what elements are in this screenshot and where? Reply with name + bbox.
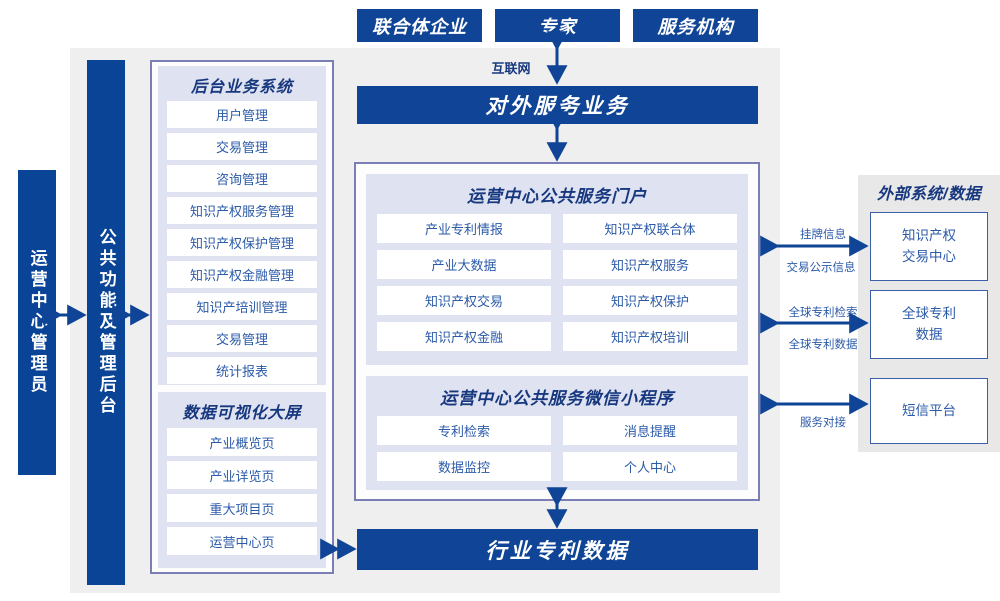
portal-item-3[interactable]: 知识产权服务 xyxy=(563,250,737,279)
public-portal-title: 运营中心公共服务门户 xyxy=(467,187,647,206)
backend-item-1[interactable]: 交易管理 xyxy=(167,133,317,160)
external-service-banner[interactable]: 对外服务业务 xyxy=(357,86,758,124)
mini-program-title: 运营中心公共服务微信小程序 xyxy=(440,389,674,408)
backend-system-title: 后台业务系统 xyxy=(190,79,293,96)
backend-item-0[interactable]: 用户管理 xyxy=(167,101,317,128)
backend-item-4[interactable]: 知识产权保护管理 xyxy=(167,229,317,256)
vbox-operation-center-admin[interactable]: 运营中心管理员 xyxy=(18,170,56,475)
connector-label-internet: 互联网 xyxy=(491,61,531,76)
actor-service-agency[interactable]: 服务机构 xyxy=(633,9,758,42)
portal-item-0[interactable]: 产业专利情报 xyxy=(377,214,551,243)
backend-system-panel: 后台业务系统 用户管理 交易管理 咨询管理 知识产权服务管理 知识产权保护管理 … xyxy=(158,66,326,385)
backend-item-3[interactable]: 知识产权服务管理 xyxy=(167,197,317,224)
connector-label-global-patent-data: 全球专利数据 xyxy=(788,339,858,351)
actor-alliance-enterprise[interactable]: 联合体企业 xyxy=(357,9,482,42)
external-box-ip-trading-center-label: 知识产权 交易中心 xyxy=(902,228,956,264)
miniprogram-item-0[interactable]: 专利检索 xyxy=(377,416,551,445)
external-box-sms-platform[interactable]: 短信平台 xyxy=(870,378,988,444)
backend-item-5[interactable]: 知识产权金融管理 xyxy=(167,261,317,288)
dataviz-item-0[interactable]: 产业概览页 xyxy=(167,428,317,456)
portal-item-4[interactable]: 知识产权交易 xyxy=(377,286,551,315)
data-visualization-panel: 数据可视化大屏 产业概览页 产业详览页 重大项目页 运营中心页 xyxy=(158,392,326,568)
data-visualization-title: 数据可视化大屏 xyxy=(182,405,302,422)
dataviz-item-3[interactable]: 运营中心页 xyxy=(167,527,317,555)
connector-label-global-patent-search: 全球专利检索 xyxy=(788,307,858,319)
external-systems-title: 外部系统/数据 xyxy=(877,186,981,203)
dataviz-item-2[interactable]: 重大项目页 xyxy=(167,494,317,522)
backend-item-2[interactable]: 咨询管理 xyxy=(167,165,317,192)
external-box-global-patent-data-label: 全球专利 数据 xyxy=(902,306,956,342)
actor-expert[interactable]: 专家 xyxy=(495,9,620,42)
miniprogram-item-3[interactable]: 个人中心 xyxy=(563,452,737,481)
portal-item-6[interactable]: 知识产权金融 xyxy=(377,322,551,351)
portal-item-7[interactable]: 知识产权培训 xyxy=(563,322,737,351)
connector-label-transaction-public-info: 交易公示信息 xyxy=(786,262,856,274)
portal-item-2[interactable]: 产业大数据 xyxy=(377,250,551,279)
dataviz-item-1[interactable]: 产业详览页 xyxy=(167,461,317,489)
external-box-global-patent-data[interactable]: 全球专利 数据 xyxy=(870,290,988,359)
industry-patent-data-banner[interactable]: 行业专利数据 xyxy=(357,529,758,570)
connector-label-listing-info: 挂牌信息 xyxy=(800,229,846,241)
external-box-ip-trading-center[interactable]: 知识产权 交易中心 xyxy=(870,212,988,281)
connector-label-service-docking: 服务对接 xyxy=(800,417,846,429)
backend-item-7[interactable]: 交易管理 xyxy=(167,325,317,352)
miniprogram-item-2[interactable]: 数据监控 xyxy=(377,452,551,481)
mini-program-panel: 运营中心公共服务微信小程序 专利检索 消息提醒 数据监控 个人中心 xyxy=(366,376,748,490)
portal-item-1[interactable]: 知识产权联合体 xyxy=(563,214,737,243)
backend-item-6[interactable]: 知识产培训管理 xyxy=(167,293,317,320)
public-portal-panel: 运营中心公共服务门户 产业专利情报 知识产权联合体 产业大数据 知识产权服务 知… xyxy=(366,174,748,365)
miniprogram-item-1[interactable]: 消息提醒 xyxy=(563,416,737,445)
external-box-sms-platform-label: 短信平台 xyxy=(902,402,956,418)
backend-item-8[interactable]: 统计报表 xyxy=(167,357,317,384)
portal-item-5[interactable]: 知识产权保护 xyxy=(563,286,737,315)
vbox-common-function-admin[interactable]: 公共功能及管理后台 xyxy=(87,60,125,585)
